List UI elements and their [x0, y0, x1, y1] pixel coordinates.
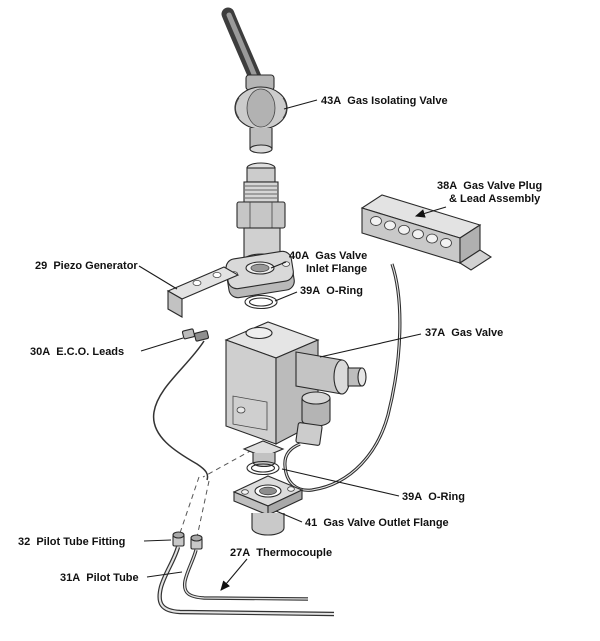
label-gas-valve: 37A Gas Valve: [425, 327, 503, 339]
leader-thermocouple: [220, 558, 248, 591]
leader-inlet-flange: [270, 261, 287, 269]
label-gas-isolating-valve: 43A Gas Isolating Valve: [321, 95, 448, 107]
pilot-tube-fitting-illustration: [172, 531, 203, 550]
label-oring-bottom: 39A O-Ring: [402, 491, 465, 503]
oring-top-illustration: [244, 294, 278, 310]
label-inlet-flange-line1: 40A Gas Valve: [289, 250, 367, 262]
outlet-flange-illustration: [232, 475, 304, 536]
alignment-dashed-lines: [179, 449, 253, 538]
leader-outlet-flange: [275, 510, 303, 523]
eco-leads-illustration: [152, 328, 209, 481]
leader-oring-top: [274, 291, 298, 302]
label-thermocouple: 27A Thermocouple: [230, 547, 332, 559]
label-plug-assembly-line1: 38A Gas Valve Plug: [437, 180, 542, 192]
oring-bottom-illustration: [246, 460, 280, 476]
part-labels: 43A Gas Isolating Valve 38A Gas Valve Pl…: [18, 95, 542, 584]
gas-valve-illustration: [224, 321, 367, 468]
leader-pilot-tube: [146, 571, 183, 578]
piezo-generator-illustration: [166, 266, 240, 318]
label-pilot-fitting: 32 Pilot Tube Fitting: [18, 536, 125, 548]
leader-isolating-valve: [283, 99, 318, 110]
label-plug-assembly-line2: & Lead Assembly: [449, 193, 541, 205]
gas-isolating-valve-illustration: [221, 7, 288, 154]
label-eco-leads: 30A E.C.O. Leads: [30, 346, 124, 358]
label-inlet-flange-line2: Inlet Flange: [306, 263, 367, 275]
leader-eco-leads: [140, 337, 184, 352]
leader-gas-valve: [319, 333, 422, 358]
label-outlet-flange: 41 Gas Valve Outlet Flange: [305, 517, 449, 529]
label-piezo-generator: 29 Piezo Generator: [35, 260, 138, 272]
union-adapter-illustration: [236, 162, 286, 267]
thermocouple-illustration: [182, 549, 309, 601]
label-pilot-tube: 31A Pilot Tube: [60, 572, 139, 584]
label-oring-top: 39A O-Ring: [300, 285, 363, 297]
leader-piezo: [138, 265, 178, 290]
leader-pilot-fitting: [143, 539, 172, 542]
leader-plug-assembly: [414, 206, 447, 218]
leader-oring-bottom: [281, 468, 400, 497]
leader-lines: [138, 99, 447, 591]
pilot-tube-illustration: [157, 546, 335, 617]
